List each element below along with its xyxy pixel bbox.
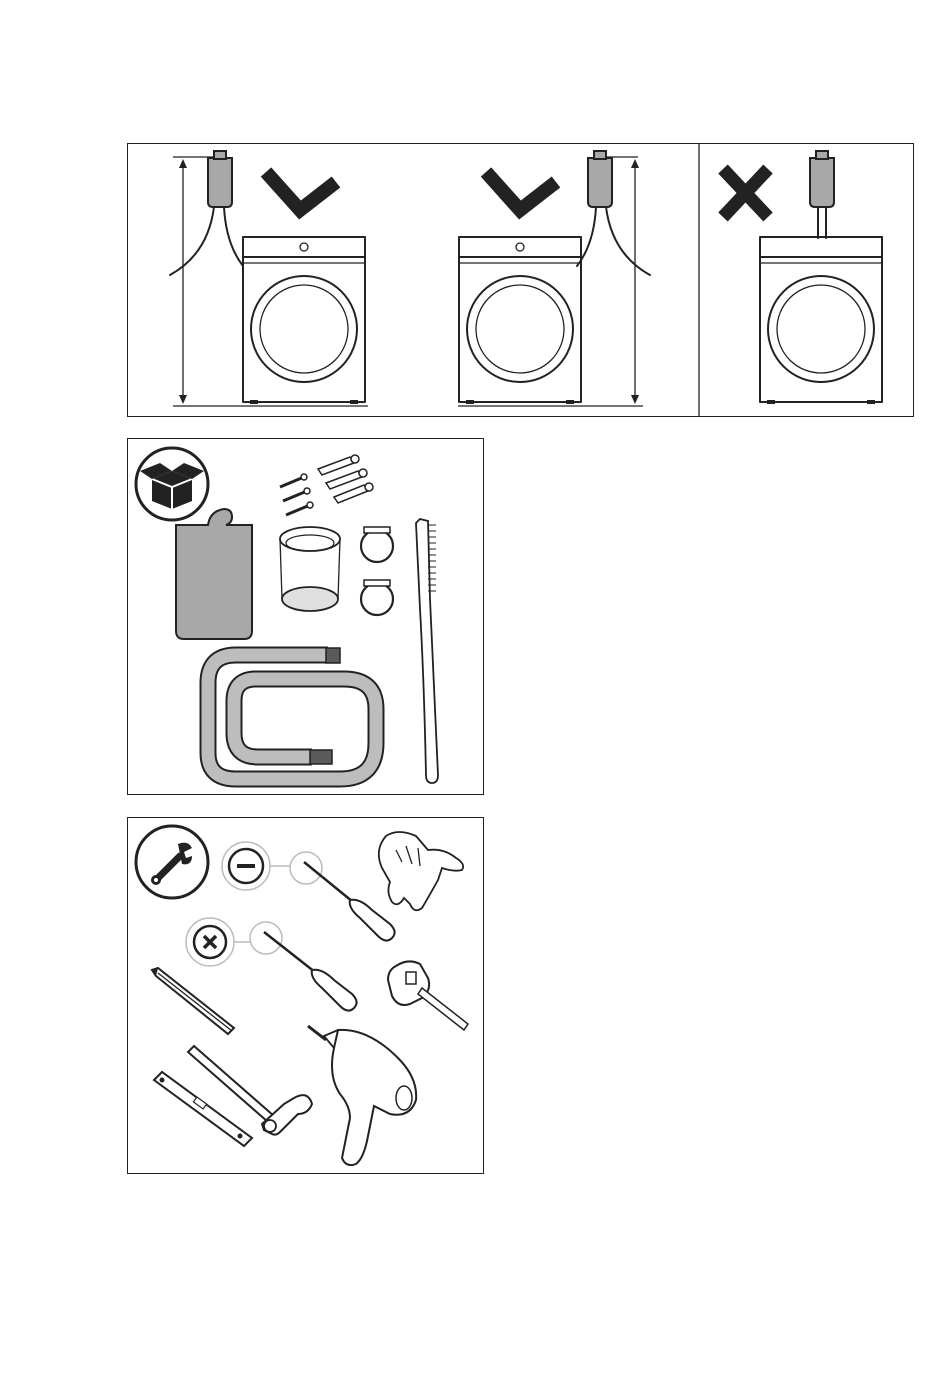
wrench-icon	[136, 826, 208, 898]
installation-positions-drawing	[128, 144, 913, 416]
correct-option-right	[458, 151, 650, 406]
package-contents-figure	[127, 438, 484, 795]
filter-ring-icon	[280, 527, 340, 611]
cross-icon	[723, 169, 768, 217]
required-tools-figure	[127, 817, 484, 1174]
pencil-icon	[152, 968, 234, 1034]
drain-hose-icon	[208, 648, 376, 779]
tape-measure-icon	[388, 961, 468, 1030]
washing-machine-icon	[459, 237, 581, 402]
screw-icon	[280, 474, 313, 515]
checkmark-icon	[266, 172, 336, 210]
package-contents-drawing	[128, 439, 483, 794]
drain-container-icon	[810, 151, 834, 238]
checkmark-icon	[486, 172, 556, 210]
flat-screwdriver-icon	[222, 842, 395, 941]
washing-machine-icon	[243, 237, 365, 402]
washing-machine-icon	[760, 237, 882, 402]
drain-container-icon	[176, 509, 252, 639]
drain-container-icon	[170, 151, 243, 275]
open-box-icon	[136, 448, 208, 520]
cross-screwdriver-icon	[186, 918, 357, 1011]
wall-plug-icon	[318, 455, 373, 503]
hammer-icon	[188, 1046, 312, 1135]
cleaning-brush-icon	[416, 519, 438, 783]
drain-container-icon	[577, 151, 650, 275]
incorrect-option	[723, 151, 882, 402]
installation-positions-figure	[127, 143, 914, 417]
drill-icon	[308, 1026, 416, 1165]
required-tools-drawing	[128, 818, 483, 1173]
gloves-icon	[379, 832, 463, 910]
hose-clamp-icon	[361, 527, 393, 615]
correct-option-left	[170, 151, 368, 406]
